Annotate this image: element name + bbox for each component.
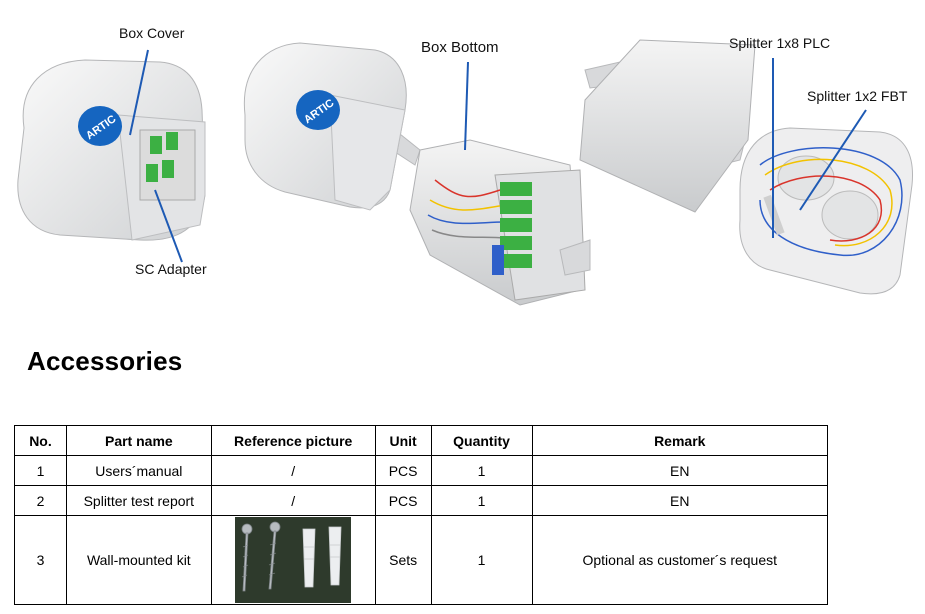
column-header-remark: Remark	[531, 425, 828, 456]
cell-unit: PCS	[374, 455, 432, 486]
label-sc-adapter: SC Adapter	[135, 261, 207, 277]
cell-part-name: Users´manual	[65, 455, 212, 486]
label-splitter-fbt: Splitter 1x2 FBT	[807, 88, 908, 104]
cell-unit: Sets	[374, 515, 432, 605]
cell-quantity: 1	[430, 515, 533, 605]
cell-unit: PCS	[374, 485, 432, 516]
column-header-no: No.	[14, 425, 67, 456]
label-box-cover: Box Cover	[119, 25, 185, 41]
cell-no: 2	[14, 485, 67, 516]
product-drawing: ARTIC ARTIC	[17, 39, 914, 306]
cell-remark: Optional as customer´s request	[531, 515, 828, 605]
cell-quantity: 1	[430, 455, 533, 486]
splitter-box-lid	[579, 39, 756, 213]
accessories-table: No. Part name Reference picture Unit Qua…	[14, 425, 828, 605]
cell-no: 3	[14, 515, 67, 605]
cell-no: 1	[14, 455, 67, 486]
label-splitter-plc: Splitter 1x8 PLC	[729, 35, 831, 51]
cell-remark: EN	[531, 485, 828, 516]
column-header-part-name: Part name	[65, 425, 212, 456]
splitter-tray	[739, 127, 914, 295]
callout-lines	[129, 49, 867, 263]
cell-reference-picture	[210, 515, 376, 605]
label-box-bottom: Box Bottom	[421, 39, 499, 56]
table-row: 3 Wall-mounted kit	[14, 515, 828, 605]
accessories-heading: Accessories	[27, 346, 183, 376]
cell-remark: EN	[531, 455, 828, 486]
product-illustration: ARTIC ARTIC	[17, 25, 914, 306]
column-header-unit: Unit	[374, 425, 432, 456]
table-header-row: No. Part name Reference picture Unit Qua…	[14, 425, 828, 456]
column-header-reference-picture: Reference picture	[210, 425, 376, 456]
closed-box: ARTIC	[17, 59, 206, 241]
table-row: 1 Users´manual / PCS 1 EN	[14, 455, 828, 486]
table-row: 2 Splitter test report / PCS 1 EN	[14, 485, 828, 516]
box-cover-open: ARTIC	[243, 42, 421, 211]
cell-part-name: Wall-mounted kit	[65, 515, 212, 605]
box-bottom-tray	[409, 139, 591, 306]
cell-reference-picture: /	[210, 455, 376, 486]
cell-part-name: Splitter test report	[65, 485, 212, 516]
column-header-quantity: Quantity	[430, 425, 533, 456]
cell-reference-picture: /	[210, 485, 376, 516]
cell-quantity: 1	[430, 485, 533, 516]
screws-and-wall-plugs-photo	[235, 517, 352, 603]
